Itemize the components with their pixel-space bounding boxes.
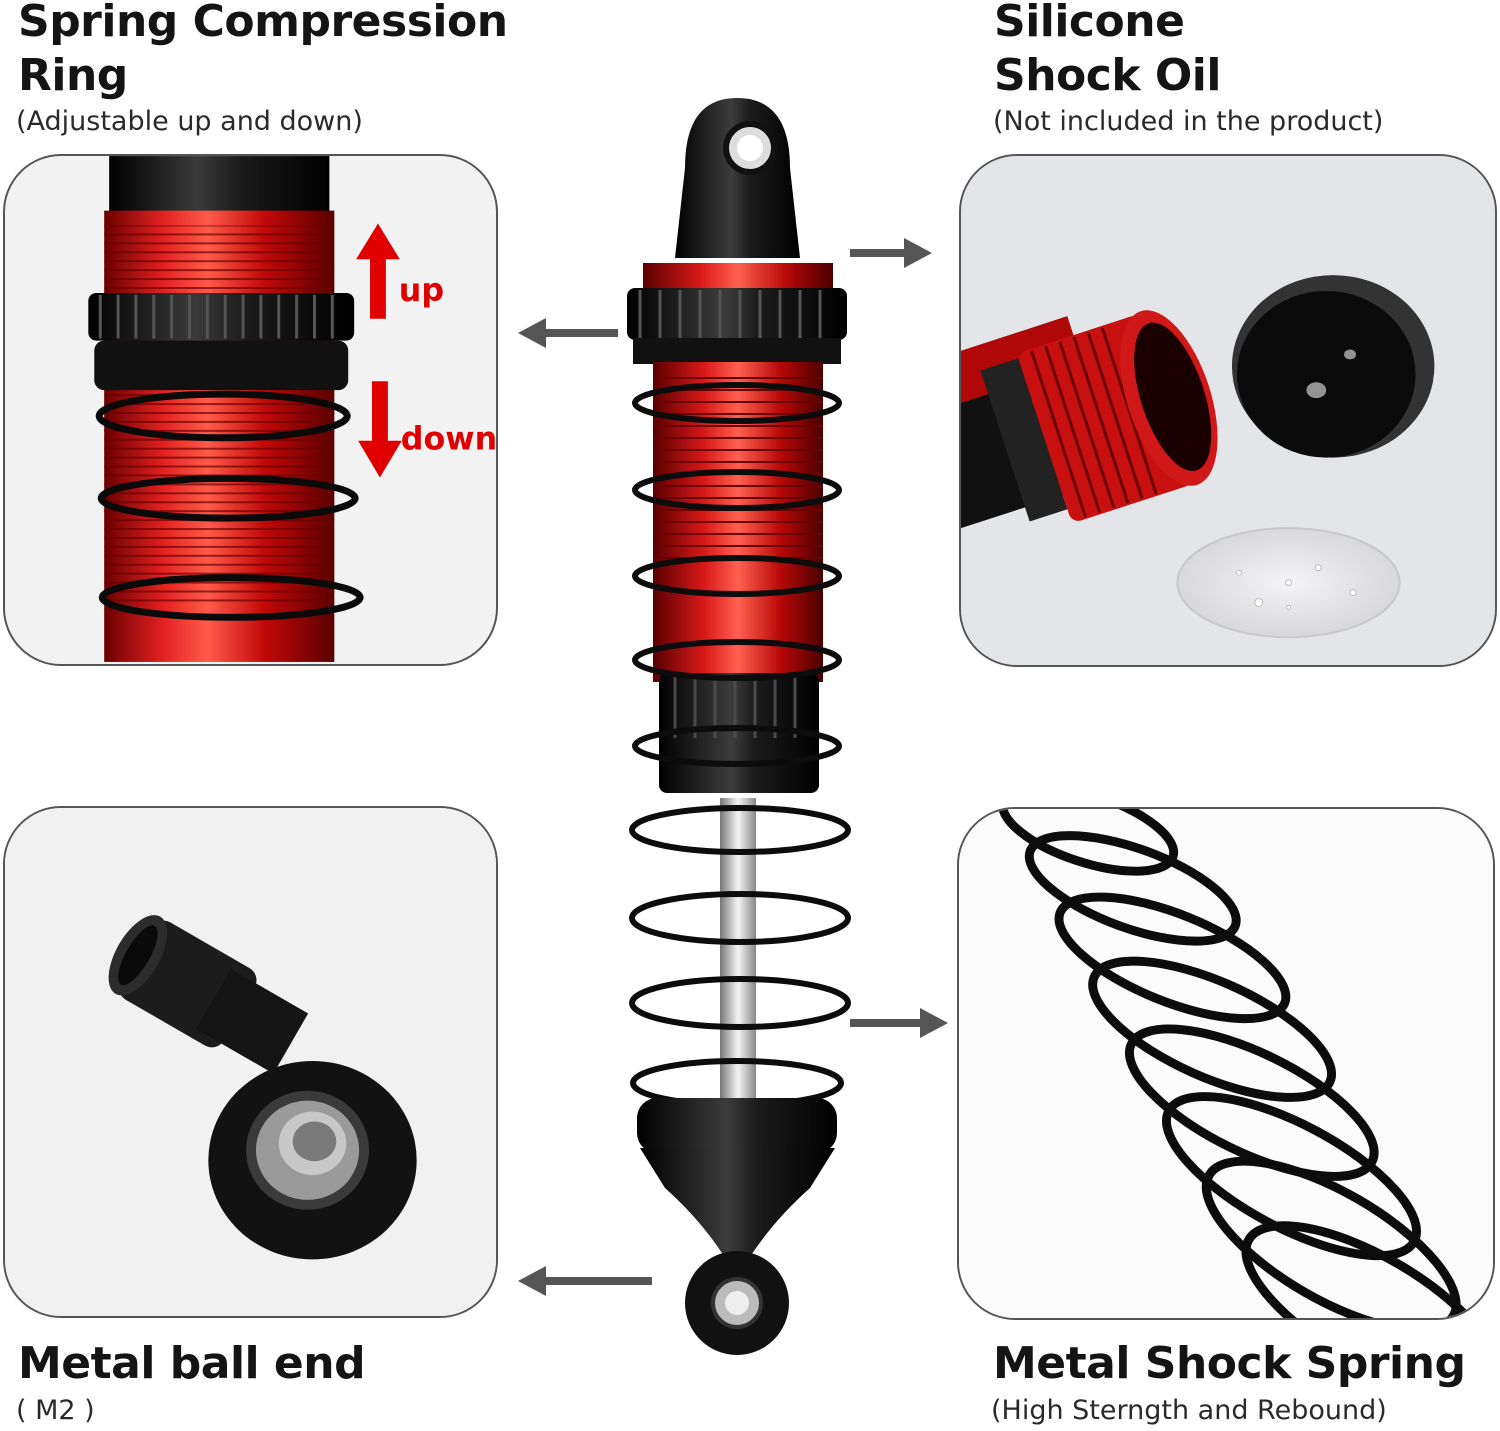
arrow-right-icon [850,238,932,268]
ball-end-image [5,808,496,1316]
shock-oil-subtitle: (Not included in the product) [993,106,1384,137]
ball-end-panel [3,806,498,1318]
shock-oil-image [961,156,1495,665]
shock-spring-panel [957,807,1495,1320]
ball-end-title: Metal ball end [18,1338,366,1389]
compression-ring-image: up down [88,156,496,662]
compression-ring-panel: up down [3,154,498,666]
arrow-up-icon [356,223,400,319]
down-label: down [401,422,496,458]
shock-spring-subtitle: (High Sterngth and Rebound) [991,1395,1387,1426]
shock-oil-title-line2: Shock Oil [994,50,1221,101]
compression-ring-subtitle: (Adjustable up and down) [16,106,363,137]
shock-absorber-image [615,98,860,1363]
ball-end-subtitle: ( M2 ) [16,1395,95,1426]
arrow-left-icon [518,318,618,348]
up-label: up [399,273,444,309]
shock-oil-panel [959,154,1497,667]
shock-oil-title-line1: Silicone [994,0,1185,47]
arrow-down-icon [358,381,402,478]
shock-spring-image [959,809,1493,1318]
compression-ring-title-line2: Ring [18,50,128,101]
shock-spring-title: Metal Shock Spring [993,1338,1466,1389]
compression-ring-title-line1: Spring Compression [18,0,508,47]
arrow-right-icon [850,1008,948,1038]
arrow-left-icon [518,1266,652,1296]
